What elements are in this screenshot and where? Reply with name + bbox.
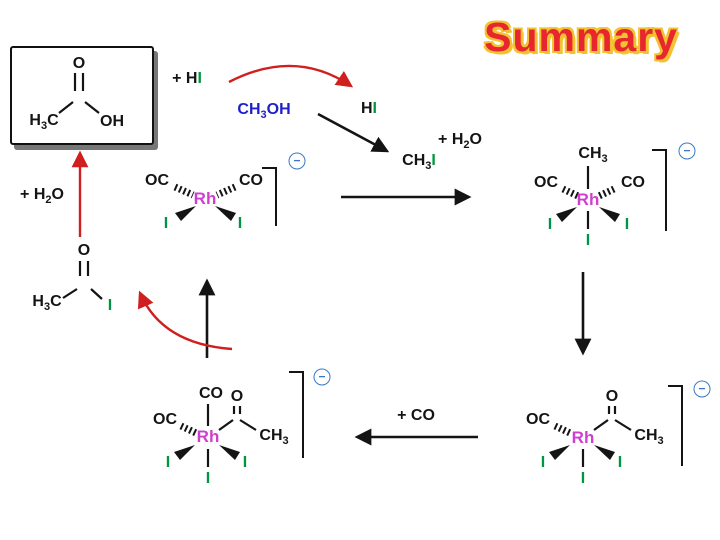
acetic-acid-carbonyl-o: O bbox=[72, 55, 86, 72]
complex1-co: CO bbox=[239, 172, 263, 189]
text-part: CH bbox=[578, 144, 602, 162]
complex4-co-top: CO bbox=[199, 385, 223, 402]
complex4-rhodium: Rh bbox=[196, 427, 220, 446]
subscript: 3 bbox=[601, 153, 608, 166]
text-part: + H bbox=[20, 185, 46, 203]
subscript: 3 bbox=[43, 301, 51, 314]
acetic-acid-methyl: H3C bbox=[29, 112, 58, 132]
text-part: H bbox=[360, 100, 373, 117]
complex3-iodide-bottom: I bbox=[580, 470, 586, 487]
hi-label: HI bbox=[361, 100, 377, 118]
acetyl-iodide-iodine: I bbox=[107, 297, 113, 314]
complex3-negative-charge-icon: − bbox=[693, 380, 711, 398]
methyl-iodide-label: CH3I bbox=[402, 152, 436, 172]
complex3-acyl-methyl: CH3 bbox=[634, 427, 663, 447]
complex2-oc: OC bbox=[534, 174, 558, 191]
text-part: H bbox=[29, 111, 41, 129]
text-part: H bbox=[32, 292, 44, 310]
complex3-iodide-left: I bbox=[540, 454, 546, 471]
complex3-iodide-right: I bbox=[617, 454, 623, 471]
complex1-negative-charge-icon: − bbox=[288, 152, 306, 170]
subscript: 3 bbox=[425, 160, 432, 173]
text-part: C bbox=[50, 292, 62, 310]
acetic-acid-hydroxyl: OH bbox=[100, 113, 124, 130]
complex4-skeleton bbox=[174, 371, 304, 467]
complex4-acyl-methyl: CH3 bbox=[259, 427, 288, 447]
plus-water-left-label: + H2O bbox=[20, 186, 64, 206]
complex4-acyl-o: O bbox=[230, 388, 244, 405]
text-part: CH bbox=[402, 151, 426, 169]
complex1-iodide-left: I bbox=[163, 215, 169, 232]
iodine-text: I bbox=[197, 70, 202, 87]
subscript: 3 bbox=[282, 435, 289, 448]
acetic-acid-box bbox=[10, 46, 154, 145]
complex2-iodide-left: I bbox=[547, 216, 553, 233]
complex4-iodide-bottom: I bbox=[205, 470, 211, 487]
complex1-iodide-right: I bbox=[237, 215, 243, 232]
plus-co-label: + CO bbox=[397, 407, 435, 424]
red-arrow-acetyl-iodide bbox=[137, 290, 233, 351]
slide-title: Summary bbox=[484, 14, 678, 60]
complex3-rhodium: Rh bbox=[571, 428, 595, 447]
subscript: 2 bbox=[45, 194, 52, 207]
complex2-iodide-bottom: I bbox=[585, 232, 591, 249]
complex4-negative-charge-icon: − bbox=[313, 368, 331, 386]
complex1-oc: OC bbox=[145, 172, 169, 189]
complex4-oc: OC bbox=[153, 411, 177, 428]
text-part: C bbox=[47, 111, 59, 129]
subscript: 3 bbox=[260, 109, 267, 122]
iodine-text: I bbox=[372, 100, 378, 117]
text-part: CH bbox=[634, 426, 658, 444]
acetyl-iodide-methyl: H3C bbox=[32, 293, 61, 313]
complex3-acyl-o: O bbox=[605, 388, 619, 405]
complex2-negative-charge-icon: − bbox=[678, 142, 696, 160]
black-reaction-arrows bbox=[198, 112, 592, 446]
text-part: CH bbox=[259, 426, 283, 444]
arrow-ch3oh-to-ch3i bbox=[317, 112, 390, 153]
subscript: 3 bbox=[40, 120, 48, 133]
acetyl-iodide-carbonyl-o: O bbox=[77, 242, 91, 259]
methanol-label: CH3OH bbox=[237, 101, 290, 121]
text-part: CH bbox=[237, 100, 261, 118]
complex4-iodide-right: I bbox=[242, 454, 248, 471]
subscript: 2 bbox=[463, 139, 470, 152]
text-part: O bbox=[51, 185, 64, 203]
subscript: 3 bbox=[657, 435, 664, 448]
text-part: O bbox=[469, 130, 482, 148]
complex4-iodide-left: I bbox=[165, 454, 171, 471]
plus-water-top-label: + H2O bbox=[438, 131, 482, 151]
text-part: + H bbox=[172, 70, 198, 87]
acetyl-iodide-bonds bbox=[62, 261, 103, 300]
text-part: OH bbox=[266, 100, 291, 118]
complex2-rhodium: Rh bbox=[576, 190, 600, 209]
complex2-methyl: CH3 bbox=[578, 145, 607, 165]
complex3-oc: OC bbox=[526, 411, 550, 428]
text-part: + H bbox=[438, 130, 464, 148]
complex2-iodide-right: I bbox=[624, 216, 630, 233]
complex2-co: CO bbox=[621, 174, 645, 191]
complex2-skeleton bbox=[556, 149, 667, 231]
red-arrow-hi bbox=[228, 64, 354, 88]
iodine-text: I bbox=[431, 151, 436, 169]
complex1-rhodium: Rh bbox=[193, 189, 217, 208]
plus-hi-label: + HI bbox=[172, 70, 202, 88]
